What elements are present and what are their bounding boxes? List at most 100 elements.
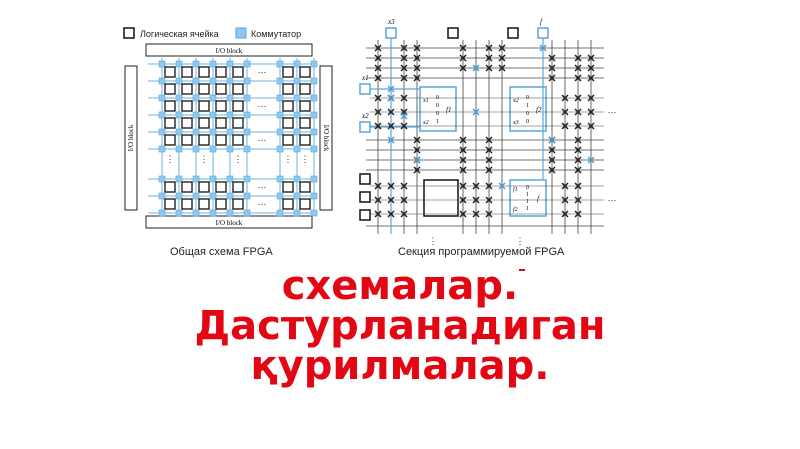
x3-input-pin — [385, 27, 397, 39]
switch-block — [226, 175, 234, 183]
lut-2 — [509, 86, 547, 132]
lut-3-output: f — [537, 195, 540, 203]
switch-block — [192, 192, 200, 200]
switch-block — [243, 77, 251, 85]
switch-block — [293, 209, 301, 217]
logic-cell — [299, 181, 311, 193]
switch-block — [192, 77, 200, 85]
programmable-switch-off — [574, 156, 582, 164]
ellipsis-vertical: ⋮ — [234, 154, 243, 164]
programmable-switch-off — [587, 64, 595, 72]
logic-cell — [198, 66, 210, 78]
programmable-switch-off — [498, 54, 506, 62]
switch-block — [226, 145, 234, 153]
programmable-switch-off — [587, 74, 595, 82]
switch-block — [209, 60, 217, 68]
programmable-switch-on — [498, 182, 506, 190]
switch-block — [243, 111, 251, 119]
programmable-switch-off — [472, 182, 480, 190]
logic-cell — [215, 100, 227, 112]
io-block-left — [124, 65, 138, 211]
switch-block — [293, 60, 301, 68]
switch-block — [175, 94, 183, 102]
logic-cell — [299, 134, 311, 146]
programmable-switch-on — [413, 156, 421, 164]
programmable-switch-off — [374, 196, 382, 204]
switch-block — [209, 111, 217, 119]
programmable-switch-off — [587, 108, 595, 116]
programmable-switch-off — [574, 136, 582, 144]
programmable-switch-off — [459, 146, 467, 154]
logic-cell — [215, 134, 227, 146]
ellipsis-vertical: ⋮ — [429, 236, 438, 246]
x2-input-label: x2 — [361, 112, 369, 120]
logic-cell — [198, 134, 210, 146]
switch-block — [192, 145, 200, 153]
logic-cell — [299, 198, 311, 210]
programmable-switch-off — [413, 44, 421, 52]
lut-1-var-2: x2 — [422, 120, 429, 126]
fpga-section-diagram: x3 f x1 x2 x1 x2 0 0 0 1 f1 x2 x3 0 1 0 … — [359, 18, 617, 246]
ellipsis-horizontal: ⋯ — [608, 107, 617, 117]
logic-cell — [164, 66, 176, 78]
logic-cell — [198, 117, 210, 129]
switch-block — [158, 209, 166, 217]
lut-2-var-2: x3 — [512, 120, 519, 126]
switch-block — [243, 192, 251, 200]
programmable-switch-on — [472, 64, 480, 72]
programmable-switch-off — [472, 196, 480, 204]
switch-block — [209, 94, 217, 102]
x1-input-pin — [359, 83, 371, 95]
switch-block — [175, 111, 183, 119]
lut-1-bit-2: 0 — [436, 111, 439, 117]
programmable-switch-off — [561, 210, 569, 218]
switch-block — [192, 175, 200, 183]
logic-cell — [232, 117, 244, 129]
ellipsis-horizontal: ⋯ — [258, 182, 267, 192]
switch-block — [243, 145, 251, 153]
programmable-switch-off — [485, 44, 493, 52]
programmable-switch-off — [459, 196, 467, 204]
logic-cell — [164, 117, 176, 129]
programmable-switch-off — [548, 74, 556, 82]
switch-block — [293, 111, 301, 119]
logic-cell — [181, 66, 193, 78]
programmable-switch-off — [374, 210, 382, 218]
ellipsis-horizontal: ⋯ — [258, 101, 267, 111]
headline-line-3: қурилмалар. — [250, 343, 550, 389]
lut-1 — [419, 86, 457, 132]
lut-2-bit-2: 0 — [526, 111, 529, 117]
lut-3-var-1: f1 — [513, 186, 518, 193]
io-block-bottom-label: I/O block — [216, 219, 243, 227]
ellipsis-horizontal: ⋯ — [608, 195, 617, 205]
lut-3-bit-3: 1 — [526, 206, 529, 212]
logic-cell — [299, 117, 311, 129]
switch-block — [226, 60, 234, 68]
programmable-switch-off — [374, 54, 382, 62]
io-block-right-label: I/O block — [322, 125, 330, 152]
programmable-switch-off — [459, 54, 467, 62]
logic-cell — [215, 117, 227, 129]
programmable-switch-off — [387, 108, 395, 116]
logic-cell — [282, 66, 294, 78]
programmable-switch-off — [374, 64, 382, 72]
programmable-switch-off — [485, 54, 493, 62]
logic-cell — [198, 181, 210, 193]
programmable-switch-on — [472, 108, 480, 116]
logic-cell — [215, 66, 227, 78]
programmable-switch-off — [459, 44, 467, 52]
programmable-switch-off — [459, 136, 467, 144]
programmable-switch-off — [413, 136, 421, 144]
programmable-switch-off — [498, 44, 506, 52]
programmable-switch-off — [387, 196, 395, 204]
left-pin-5 — [359, 209, 371, 221]
switch-block — [276, 175, 284, 183]
logic-cell — [181, 134, 193, 146]
logic-cell — [282, 117, 294, 129]
ellipsis-vertical: ⋮ — [166, 154, 175, 164]
programmable-switch-off — [400, 196, 408, 204]
lut-3-bit-0: 0 — [526, 185, 529, 191]
programmable-switch-off — [387, 210, 395, 218]
programmable-switch-off — [400, 94, 408, 102]
programmable-switch-off — [485, 196, 493, 204]
